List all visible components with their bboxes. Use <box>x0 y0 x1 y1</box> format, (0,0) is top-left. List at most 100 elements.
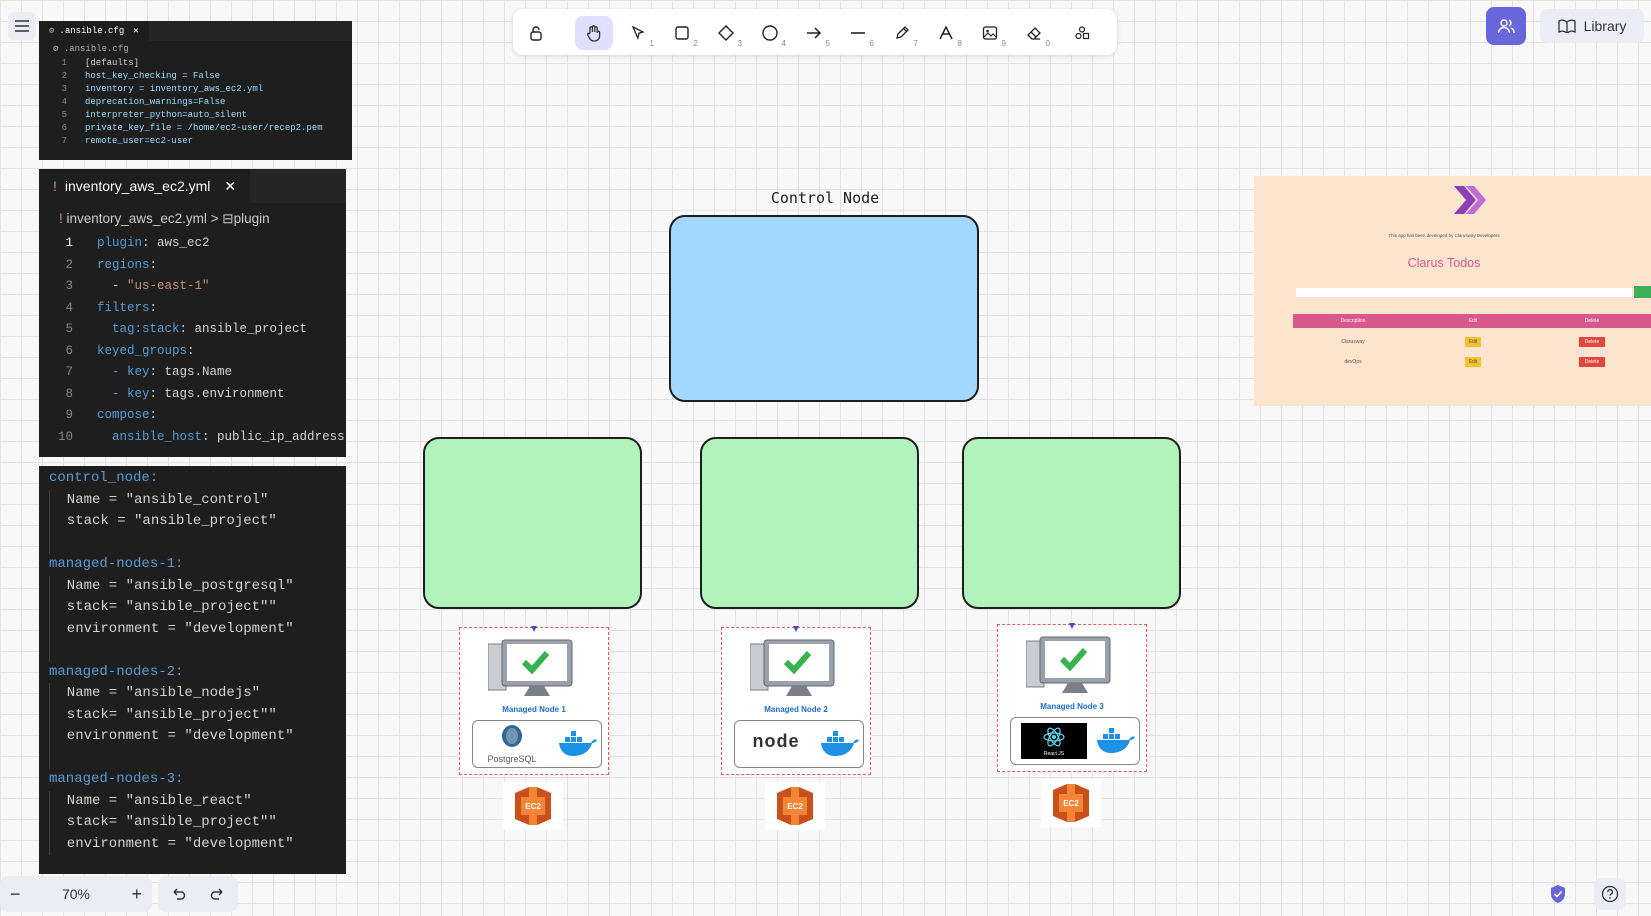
add-button[interactable] <box>1634 286 1651 298</box>
lock-icon[interactable] <box>517 16 555 50</box>
tag-line: Name = "ansible_control" <box>49 489 346 511</box>
code-text: [defaults] <box>85 58 140 68</box>
code-text: private_key_file = /home/ec2-user/recep2… <box>85 123 323 133</box>
close-icon[interactable]: ✕ <box>224 177 237 194</box>
monitor-check-icon <box>488 639 573 696</box>
connector-arrow <box>531 626 537 632</box>
undo-redo-controls <box>158 876 238 912</box>
inventory-tab[interactable]: ! inventory_aws_ec2.yml ✕ <box>39 169 251 203</box>
tag-line: stack= "ansible_project"" <box>49 704 346 726</box>
zoom-level[interactable]: 70% <box>61 886 91 902</box>
cfg-tab[interactable]: ⚙ .ansible.cfg ✕ <box>39 21 149 41</box>
managed-node-box-2[interactable] <box>700 437 919 609</box>
yaml-icon: ! <box>59 211 67 226</box>
yaml-key: ansible_host <box>97 429 203 444</box>
shield-icon[interactable] <box>1544 880 1572 908</box>
yaml-value: "us-east-1" <box>127 279 210 293</box>
tag-line: stack = "ansible_project" <box>49 511 346 533</box>
hand-icon[interactable] <box>575 16 613 50</box>
yaml-key: - key <box>97 365 150 379</box>
code-line: 7 - key: tags.Name <box>39 362 346 384</box>
yaml-key: filters <box>97 300 150 315</box>
yaml-sep: : <box>149 365 165 379</box>
code-line: 8 - key: tags.environment <box>39 384 346 406</box>
edit-button[interactable]: Edit <box>1464 337 1482 347</box>
undo-icon[interactable] <box>170 887 186 901</box>
managed-node-label: Managed Node 1 <box>502 705 566 714</box>
line-number: 9 <box>65 408 73 422</box>
ellipse-icon[interactable]: 4 <box>751 16 789 50</box>
yaml-sep: : <box>179 322 195 336</box>
gear-icon: ⚙ <box>49 26 55 36</box>
redo-icon[interactable] <box>210 887 226 901</box>
tag-line: managed-nodes-3: <box>49 771 184 787</box>
text-icon[interactable]: 8 <box>927 16 965 50</box>
zoom-controls: − 70% + <box>0 876 152 912</box>
arrow-icon[interactable]: 5 <box>795 16 833 50</box>
ansible-cfg-panel: ⚙ .ansible.cfg ✕ ⚙ .ansible.cfg 1[defaul… <box>39 21 352 160</box>
help-icon[interactable] <box>1594 878 1626 910</box>
close-icon[interactable]: ✕ <box>133 26 139 36</box>
managed-node-box-3[interactable] <box>962 437 1181 609</box>
library-button[interactable]: Library <box>1540 9 1644 43</box>
yaml-key: keyed_groups <box>97 343 188 358</box>
yaml-key: regions <box>97 257 150 272</box>
yaml-sep: : <box>149 300 158 315</box>
postgresql-logo: PostgreSQL <box>477 723 547 764</box>
tech-stack: node <box>734 720 864 768</box>
code-text: interpreter_python=auto_silent <box>85 110 248 120</box>
tag-line: stack= "ansible_project"" <box>49 812 346 834</box>
code-line: 3 - "us-east-1" <box>39 276 346 298</box>
zoom-out-button[interactable]: − <box>10 883 21 904</box>
line-number: 6 <box>65 343 73 358</box>
line-number: 7 <box>65 365 73 379</box>
app-preview[interactable]: This app has been developed by Clarusway… <box>1254 176 1651 406</box>
line-number: 5 <box>65 322 73 336</box>
line-number: 8 <box>65 386 73 401</box>
yaml-value: ansible_project <box>194 322 308 336</box>
ec2-icon: EC2 <box>765 782 825 830</box>
docker-icon <box>559 731 597 756</box>
selection-icon[interactable]: 1 <box>619 16 657 50</box>
managed-node-label: Managed Node 3 <box>1040 702 1104 711</box>
tech-stack: React JS <box>1010 717 1140 765</box>
delete-button[interactable]: Delete <box>1578 357 1606 367</box>
image-icon[interactable]: 9 <box>971 16 1009 50</box>
cfg-breadcrumb: ⚙ .ansible.cfg <box>53 44 129 54</box>
line-number: 3 <box>65 279 73 293</box>
line-icon[interactable]: 6 <box>851 32 874 48</box>
tag-line: Name = "ansible_nodejs" <box>49 683 346 705</box>
yaml-sep: : <box>202 429 218 444</box>
pencil-icon[interactable]: 7 <box>883 16 921 50</box>
yaml-sep: : <box>149 257 158 272</box>
line-number: 10 <box>57 429 73 444</box>
delete-button[interactable]: Delete <box>1578 337 1606 347</box>
tag-line: Name = "ansible_postgresql" <box>49 575 346 597</box>
code-text: host_key_checking = False <box>85 71 221 81</box>
managed-node-card-3[interactable]: Managed Node 3 React JS <box>997 624 1147 772</box>
managed-node-box-1[interactable] <box>423 437 642 609</box>
managed-node-card-1[interactable]: Managed Node 1 PostgreSQL <box>459 627 609 775</box>
extra-tools-icon[interactable] <box>1063 16 1101 50</box>
ec2-label: EC2 <box>525 801 541 811</box>
code-line: 10 ansible_host: public_ip_address <box>39 427 346 449</box>
edit-button[interactable]: Edit <box>1464 357 1482 367</box>
todo-input[interactable] <box>1296 288 1632 297</box>
tech-stack: PostgreSQL <box>472 720 602 768</box>
zoom-in-button[interactable]: + <box>131 883 142 904</box>
diamond-icon[interactable]: 3 <box>707 16 745 50</box>
rectangle-icon[interactable]: 2 <box>663 16 701 50</box>
control-node-box[interactable] <box>669 215 979 402</box>
menu-icon[interactable] <box>8 12 36 40</box>
yaml-key: - key <box>97 386 150 401</box>
code-text: inventory = inventory_aws_ec2.yml <box>85 84 264 94</box>
eraser-icon[interactable]: 0 <box>1015 16 1053 50</box>
collaborate-button[interactable] <box>1486 7 1526 45</box>
